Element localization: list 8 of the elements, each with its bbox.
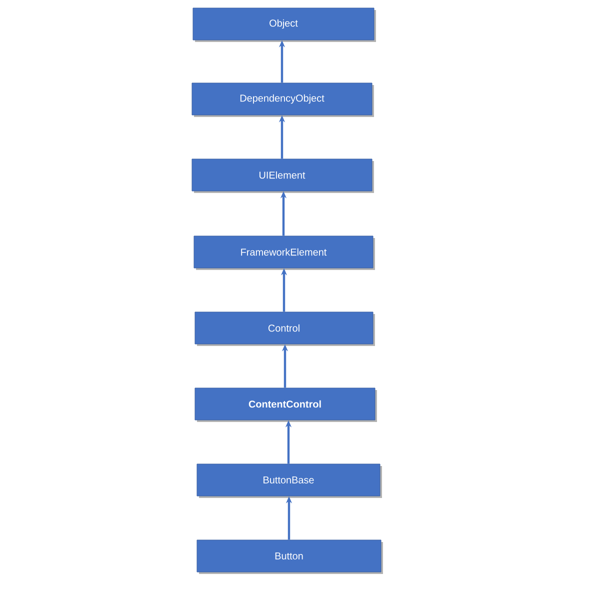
class-box: DependencyObject [192, 82, 374, 117]
class-box: Control [194, 312, 375, 346]
class-box: ButtonBase [196, 464, 382, 498]
class-box: ContentControl [194, 388, 377, 422]
class-box: UIElement [192, 158, 374, 193]
class-box: FrameworkElement [194, 236, 375, 270]
class-box: Object [192, 8, 376, 42]
class-box: Button [196, 540, 383, 574]
